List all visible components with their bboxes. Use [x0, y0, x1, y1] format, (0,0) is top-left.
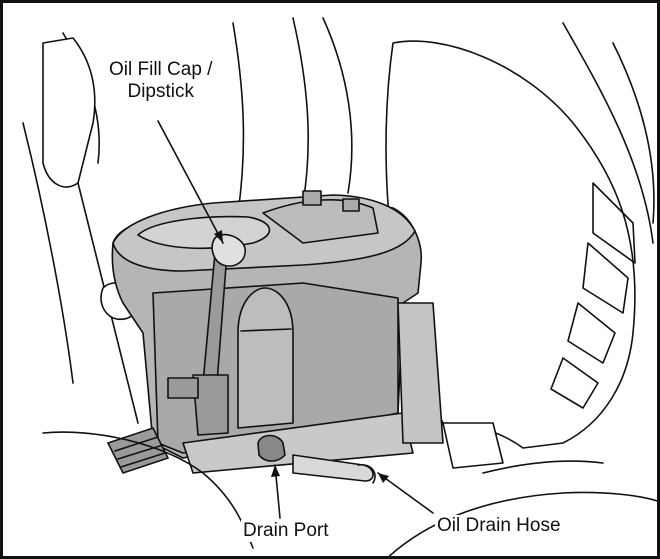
fender-vent-4 [550, 357, 599, 409]
floor-curve-left [42, 431, 254, 549]
oil-drain-hose-end [357, 463, 376, 484]
frame-plate [442, 422, 504, 469]
lever-handle [42, 37, 96, 188]
callout-oil-fill-cap: Oil Fill Cap / Dipstick [107, 59, 215, 103]
drain-port-fitting [257, 434, 286, 462]
arrow-oil-fill [214, 230, 223, 243]
arrow-oil-drain-hose [378, 473, 389, 483]
engine-base [182, 412, 414, 474]
leader-oil-fill [157, 120, 224, 244]
frame-contour-left-2 [22, 122, 74, 384]
callout-drain-port: Drain Port [241, 520, 331, 542]
engine-illustration [22, 17, 657, 556]
frame-contour-top-2 [292, 17, 310, 204]
frame-contour-top-3 [322, 17, 353, 194]
fender-vent-2 [582, 242, 629, 314]
fender-vent-1 [592, 182, 636, 264]
dipstick-base [192, 374, 229, 436]
engine-right-bracket [397, 302, 444, 444]
arrow-drain-port [271, 465, 280, 477]
frame-contour-right-1 [562, 22, 654, 244]
leader-oil-drain-hose [377, 472, 434, 514]
frame-contour-top-1 [232, 22, 245, 214]
engine-top-nub-2 [342, 198, 360, 212]
engine-cylinder-arch [237, 287, 294, 429]
callout-oil-drain-hose: Oil Drain Hose [435, 515, 563, 537]
frame-contour-right-2 [612, 42, 655, 224]
pedal-treads [114, 436, 166, 468]
engine-top-nub-1 [302, 190, 322, 206]
engine-cylinder-line [240, 328, 292, 332]
dipstick-bracket [167, 377, 199, 399]
dipstick-cap [211, 233, 246, 267]
floor-curve-right [482, 460, 604, 474]
lever-shaft [77, 182, 139, 424]
fender-vent-3 [567, 302, 616, 364]
